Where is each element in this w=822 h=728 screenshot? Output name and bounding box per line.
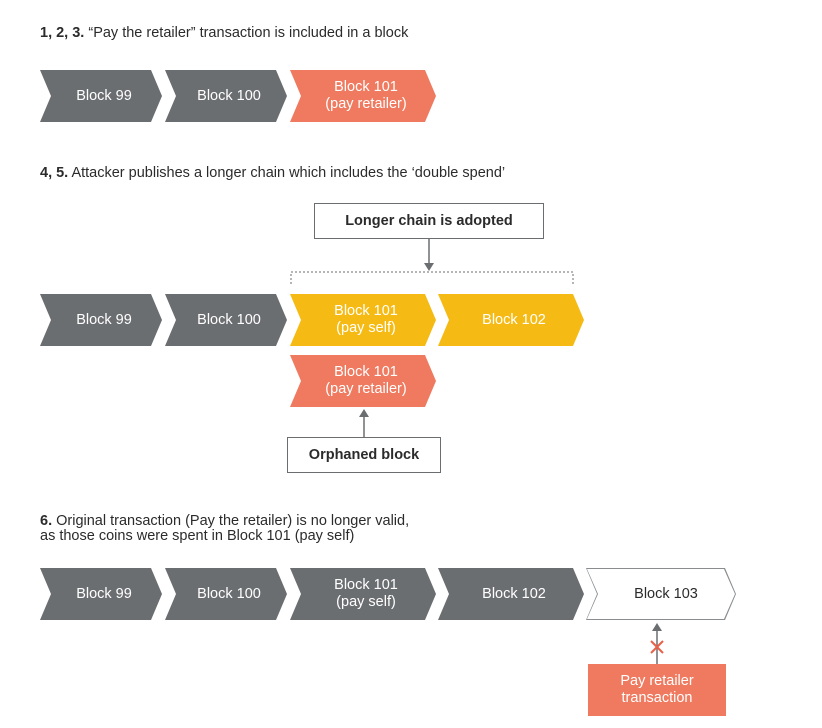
- s3-block-99-label: Block 99: [76, 585, 132, 602]
- rejected-tx-label: Pay retailer transaction: [620, 673, 694, 706]
- longer-chain-callout-text: Longer chain is adopted: [345, 213, 513, 229]
- s3-block-101-label: Block 101 (pay self): [334, 577, 398, 610]
- s2-block-99: Block 99: [40, 294, 162, 346]
- s3-block-100-label: Block 100: [197, 585, 261, 602]
- section-1-text: “Pay the retailer” transaction is includ…: [84, 25, 409, 41]
- s1-block-101-pay-retailer: Block 101 (pay retailer): [290, 70, 436, 122]
- longer-chain-bracket: [290, 271, 574, 284]
- s3-block-101-pay-self: Block 101 (pay self): [290, 568, 436, 620]
- rejected-pay-retailer-transaction: Pay retailer transaction: [588, 664, 726, 716]
- section-3-text-line2: as those coins were spent in Block 101 (…: [40, 528, 355, 544]
- section-2-number: 4, 5.: [40, 165, 69, 181]
- orphaned-block-callout-text: Orphaned block: [308, 447, 420, 463]
- section-3-heading: 6. Original transaction (Pay the retaile…: [40, 513, 409, 530]
- section-2-text: Attacker publishes a longer chain which …: [68, 165, 506, 181]
- longer-chain-callout: Longer chain is adopted: [314, 203, 544, 239]
- s1-block-99-label: Block 99: [76, 87, 132, 104]
- s1-block-99: Block 99: [40, 70, 162, 122]
- s3-block-100: Block 100: [165, 568, 287, 620]
- s2-block-100-label: Block 100: [197, 311, 261, 328]
- s2-block-101-label: Block 101 (pay self): [334, 303, 398, 336]
- reject-x-icon-b: [650, 640, 664, 654]
- s1-block-100-label: Block 100: [197, 87, 261, 104]
- s3-block-102: Block 102: [438, 568, 584, 620]
- section-3-heading-line2: as those coins were spent in Block 101 (…: [40, 528, 354, 545]
- s2-block-99-label: Block 99: [76, 311, 132, 328]
- s1-block-101-label: Block 101 (pay retailer): [325, 79, 407, 112]
- section-2-heading: 4, 5. Attacker publishes a longer chain …: [40, 165, 505, 182]
- s2-orphan-block-101: Block 101 (pay retailer): [290, 355, 436, 407]
- s3-block-102-label: Block 102: [482, 585, 546, 602]
- s3-block-103: Block 103: [586, 568, 736, 620]
- rejected-arrow-head: [652, 623, 662, 631]
- orphan-arrow-head: [359, 409, 369, 417]
- longer-chain-arrow-head: [424, 263, 434, 271]
- s3-block-103-inner: Block 103: [587, 569, 735, 619]
- section-1-number: 1, 2, 3.: [40, 25, 85, 41]
- s2-block-101-pay-self: Block 101 (pay self): [290, 294, 436, 346]
- s3-block-99: Block 99: [40, 568, 162, 620]
- orphaned-block-callout: Orphaned block: [287, 437, 441, 473]
- s2-orphan-block-label: Block 101 (pay retailer): [325, 364, 407, 397]
- s2-block-102-label: Block 102: [482, 311, 546, 328]
- section-3-number: 6.: [40, 513, 53, 529]
- section-1-heading: 1, 2, 3. “Pay the retailer” transaction …: [40, 25, 408, 42]
- section-3-text-line1: Original transaction (Pay the retailer) …: [52, 513, 410, 529]
- s1-block-100: Block 100: [165, 70, 287, 122]
- s2-block-102: Block 102: [438, 294, 584, 346]
- s3-block-103-label: Block 103: [634, 586, 698, 602]
- s2-block-100: Block 100: [165, 294, 287, 346]
